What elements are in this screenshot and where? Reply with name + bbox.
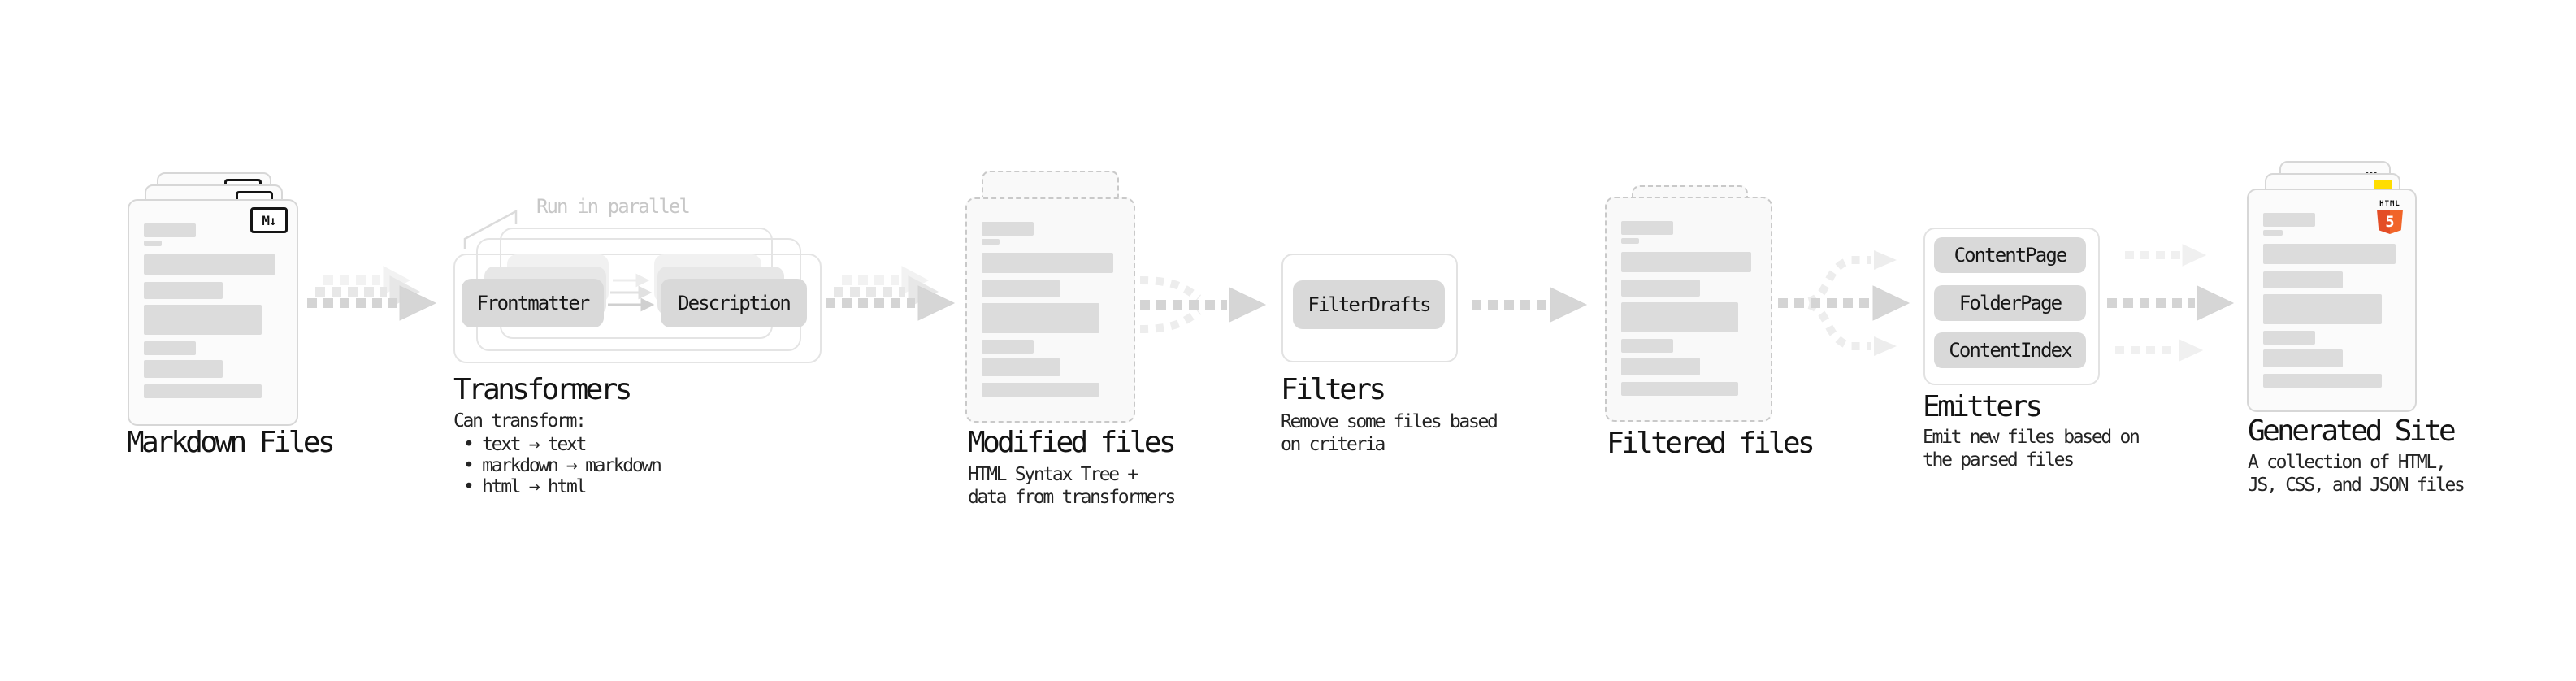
run-in-parallel-annotation: Run in parallel: [536, 195, 691, 218]
markdown-file-card-front: M↓: [128, 199, 298, 426]
filtered-files-label: Filtered files: [1607, 427, 1815, 460]
filters-description: Remove some files based on criteria: [1281, 411, 1498, 455]
emitters-label: Emitters: [1923, 390, 2043, 423]
flow-arrow-filters-to-filtered: [1472, 287, 1588, 323]
js-icon: [2374, 180, 2392, 189]
document-text-placeholder: [982, 222, 1113, 397]
modified-files-description: HTML Syntax Tree + data from transformer…: [968, 464, 1176, 508]
modified-files-label: Modified files: [968, 426, 1177, 459]
generated-site-description: A collection of HTML, JS, CSS, and JSON …: [2248, 452, 2465, 496]
markdown-icon: M↓: [250, 207, 288, 233]
modified-file-card-front: [965, 197, 1135, 423]
html5-icon-word: HTML: [2379, 200, 2400, 208]
description-node: Description: [661, 279, 807, 327]
content-index-node: ContentIndex: [1934, 332, 2086, 368]
transformers-label: Transformers: [453, 373, 632, 406]
filter-drafts-node: FilterDrafts: [1293, 280, 1445, 329]
document-text-placeholder: [144, 223, 275, 398]
transformers-bullet: • text → text: [463, 434, 587, 455]
emitters-description: Emit new files based on the parsed files: [1923, 427, 2140, 471]
flow-arrow-filtered-to-emitters: [1778, 250, 1910, 356]
filtered-file-card-front: [1605, 197, 1772, 422]
frontmatter-node: Frontmatter: [462, 279, 604, 327]
html-file-card: HTML 5: [2247, 189, 2417, 412]
transformers-description-intro: Can transform:: [453, 410, 587, 432]
transform-arrows: [608, 273, 655, 312]
html5-icon: HTML 5: [2375, 193, 2405, 234]
document-text-placeholder: [2263, 213, 2396, 388]
transformers-bullet: • html → html: [463, 476, 587, 497]
filtered-files-stack: [1605, 185, 1772, 422]
html5-icon-shield: 5: [2377, 210, 2403, 234]
transformers-bullet: • markdown → markdown: [463, 455, 662, 476]
modified-files-stack: [965, 171, 1135, 423]
flow-arrow-transformers-to-modified: [826, 266, 956, 321]
markdown-files-stack: M↓ M↓ M↓: [128, 172, 298, 426]
emitters-box: ContentPage FolderPage ContentIndex: [1923, 228, 2100, 385]
html5-icon-numeral: 5: [2385, 213, 2395, 231]
flow-arrows-emitters-to-generated: [2107, 244, 2235, 362]
filters-label: Filters: [1281, 373, 1386, 406]
markdown-files-label: Markdown Files: [127, 426, 336, 459]
flow-arrow-markdown-to-transformers: [307, 266, 437, 321]
annotation-leader-line: [463, 209, 518, 249]
content-page-node: ContentPage: [1934, 237, 2086, 273]
filters-box: FilterDrafts: [1281, 254, 1458, 362]
folder-page-node: FolderPage: [1934, 285, 2086, 321]
document-text-placeholder: [1621, 221, 1751, 396]
transformer-frame-front: [453, 254, 822, 363]
flow-arrow-modified-to-filters: [1139, 276, 1267, 333]
generated-site-label: Generated Site: [2248, 414, 2457, 448]
generated-site-stack: CSS HTML 5: [2247, 161, 2417, 413]
